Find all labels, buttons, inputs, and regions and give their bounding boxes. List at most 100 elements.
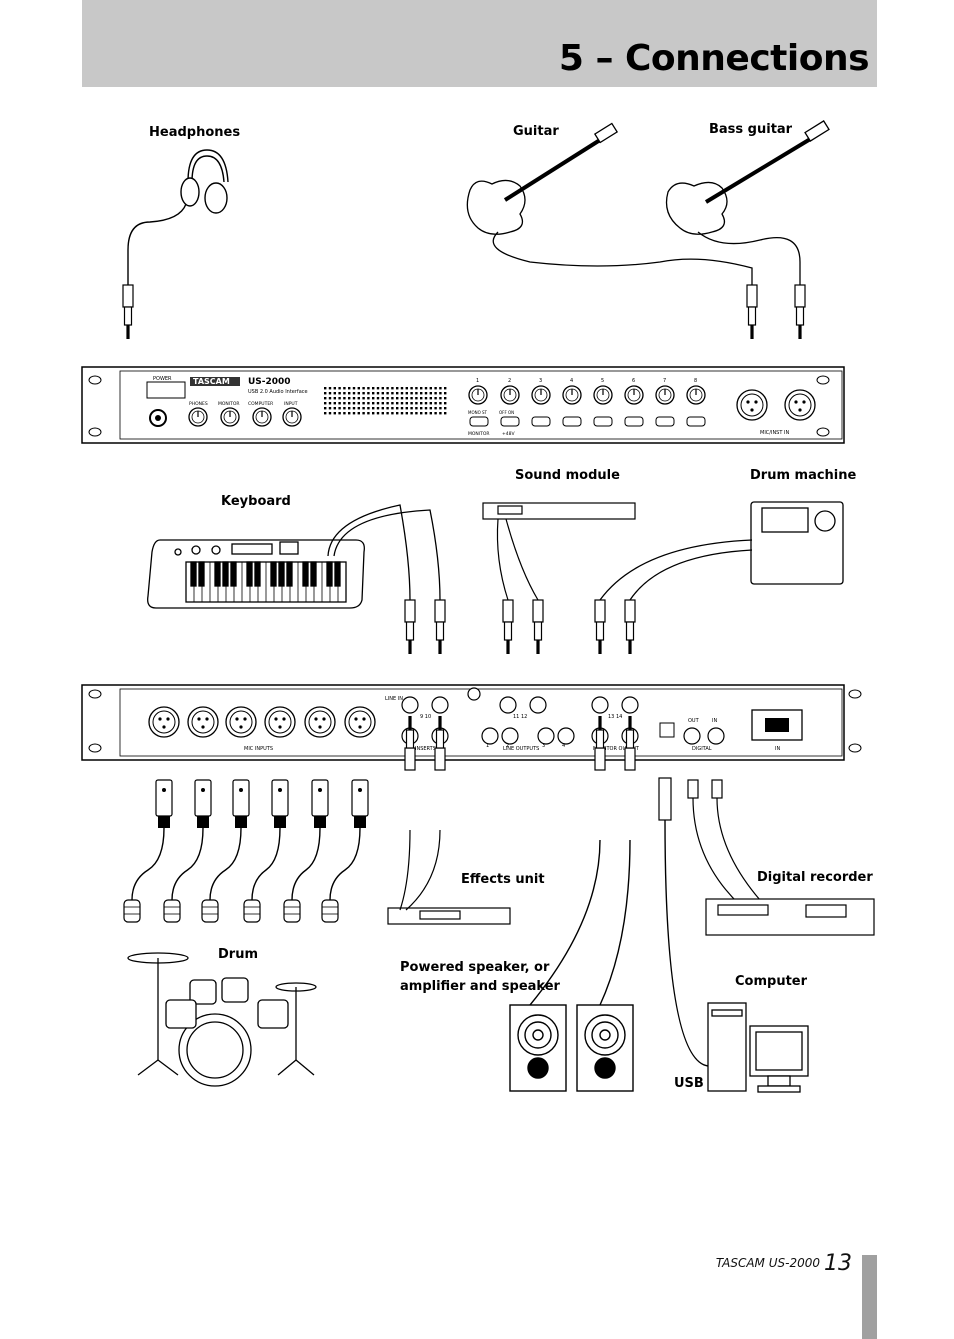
side-tab-bar bbox=[862, 1255, 877, 1339]
ac-in-label: IN bbox=[775, 746, 780, 752]
header-bar: 5 – Connections bbox=[82, 0, 877, 87]
line-out-4: 4 bbox=[562, 743, 565, 749]
mic-inst-jack-7 bbox=[736, 389, 768, 421]
rear-panel: MIC INPUTS LINE IN INSERTS LINE OUTPUTS … bbox=[81, 684, 862, 761]
page-title: 5 – Connections bbox=[558, 38, 870, 79]
sound-module-icon bbox=[482, 502, 636, 601]
drum-mic-cables bbox=[123, 779, 369, 923]
drum-machine-icon bbox=[599, 501, 844, 601]
front-panel: POWER TASCAM US-2000 USB 2.0 Audio Inter… bbox=[81, 366, 845, 444]
front-brand: TASCAM bbox=[193, 377, 230, 386]
label-drum: Drum bbox=[218, 947, 259, 962]
input-num-1: 1 bbox=[476, 378, 479, 384]
label-bass-guitar: Bass guitar bbox=[709, 122, 793, 137]
digital-recorder-icon bbox=[705, 898, 875, 936]
label-sound-module: Sound module bbox=[515, 468, 620, 483]
guitar-plug bbox=[746, 284, 758, 340]
rca-plugs bbox=[687, 779, 761, 906]
label-powered-speaker-1: Powered speaker, or bbox=[400, 960, 550, 975]
line-outputs-label: LINE OUTPUTS bbox=[503, 746, 539, 752]
level-meters bbox=[324, 387, 447, 415]
label-keyboard: Keyboard bbox=[221, 494, 291, 509]
input-num-5: 5 bbox=[601, 378, 604, 384]
label-headphones: Headphones bbox=[149, 125, 241, 140]
line-out-1: 1 bbox=[486, 743, 489, 749]
monitor-knob bbox=[220, 407, 240, 427]
switch-label-off-on: OFF ON bbox=[499, 410, 514, 415]
mic-inst-jack-8 bbox=[784, 389, 816, 421]
drum-machine-plug-l bbox=[594, 599, 606, 655]
input-num-3: 3 bbox=[539, 378, 542, 384]
computer-icon bbox=[707, 1002, 809, 1093]
mic-inputs-label: MIC INPUTS bbox=[244, 746, 273, 752]
speaker-right-icon bbox=[576, 1004, 634, 1092]
drum-mic bbox=[123, 899, 141, 923]
bass-guitar-icon bbox=[665, 120, 830, 285]
drum-mic bbox=[283, 899, 301, 923]
keyboard-plug-r bbox=[434, 599, 446, 655]
drum-kit-icon bbox=[127, 952, 317, 1087]
drum-xlr-plug bbox=[311, 779, 329, 829]
phones-label: PHONES bbox=[189, 401, 208, 407]
label-usb: USB bbox=[674, 1076, 704, 1091]
front-subtitle: USB 2.0 Audio Interface bbox=[248, 389, 308, 395]
digital-out-label: OUT bbox=[688, 718, 700, 724]
input-knob-label: INPUT bbox=[284, 401, 298, 407]
inserts-label: INSERTS bbox=[415, 746, 436, 752]
effects-unit-icon bbox=[387, 829, 511, 925]
label-computer: Computer bbox=[735, 974, 808, 989]
guitar-icon bbox=[466, 122, 753, 285]
drum-mic bbox=[163, 899, 181, 923]
headphones-icon bbox=[127, 149, 229, 285]
monitor-label: MONITOR bbox=[468, 431, 490, 437]
line-out-3: 3 bbox=[542, 743, 545, 749]
keyboard-icon bbox=[147, 504, 441, 609]
sound-module-plug-r bbox=[532, 599, 544, 655]
input-num-6: 6 bbox=[632, 378, 635, 384]
computer-knob bbox=[252, 407, 272, 427]
drum-xlr-plug bbox=[232, 779, 250, 829]
drum-mic bbox=[243, 899, 261, 923]
phantom-label: +48V bbox=[502, 431, 515, 437]
monitor-knob-label: MONITOR bbox=[218, 401, 240, 407]
input-num-2: 2 bbox=[508, 378, 511, 384]
keyboard-plug-l bbox=[404, 599, 416, 655]
label-digital-recorder: Digital recorder bbox=[757, 870, 873, 885]
input-num-8: 8 bbox=[694, 378, 697, 384]
line-out-2: 2 bbox=[506, 743, 509, 749]
bass-plug bbox=[794, 284, 806, 340]
headphones-plug bbox=[122, 284, 134, 340]
speaker-left-icon bbox=[509, 1004, 567, 1092]
label-guitar: Guitar bbox=[513, 124, 559, 139]
computer-knob-label: COMPUTER bbox=[248, 401, 273, 407]
drum-xlr-plug bbox=[271, 779, 289, 829]
front-model: US-2000 bbox=[248, 377, 291, 387]
monitor-output-label: MONITOR OUTPUT bbox=[593, 746, 640, 752]
drum-xlr-plug bbox=[351, 779, 369, 829]
input-knob bbox=[282, 407, 302, 427]
label-powered-speaker-2: amplifier and speaker bbox=[400, 979, 560, 994]
usb-plug bbox=[658, 777, 672, 821]
page-number: 13 bbox=[824, 1251, 852, 1276]
mic-inst-in-label: MIC/INST IN bbox=[760, 430, 789, 436]
label-effects-unit: Effects unit bbox=[461, 872, 545, 887]
power-label: POWER bbox=[153, 376, 172, 382]
pair-13-14: 13 14 bbox=[608, 714, 622, 720]
footer-brand-model: TASCAM US-2000 bbox=[715, 1256, 820, 1270]
drum-machine-plug-r bbox=[624, 599, 636, 655]
phones-knob bbox=[188, 407, 208, 427]
line-in-label: LINE IN bbox=[385, 696, 403, 702]
sound-module-plug-l bbox=[502, 599, 514, 655]
pair-11-12: 11 12 bbox=[513, 714, 527, 720]
label-drum-machine: Drum machine bbox=[750, 468, 857, 483]
input-num-4: 4 bbox=[570, 378, 573, 384]
drum-xlr-plug bbox=[155, 779, 173, 829]
drum-mic bbox=[201, 899, 219, 923]
drum-xlr-plug bbox=[194, 779, 212, 829]
digital-in-label: IN bbox=[712, 718, 717, 724]
pair-9-10: 9 10 bbox=[420, 714, 431, 720]
digital-label: DIGITAL bbox=[692, 746, 712, 752]
input-num-7: 7 bbox=[663, 378, 666, 384]
switch-label-mono-st: MONO ST bbox=[468, 410, 488, 415]
